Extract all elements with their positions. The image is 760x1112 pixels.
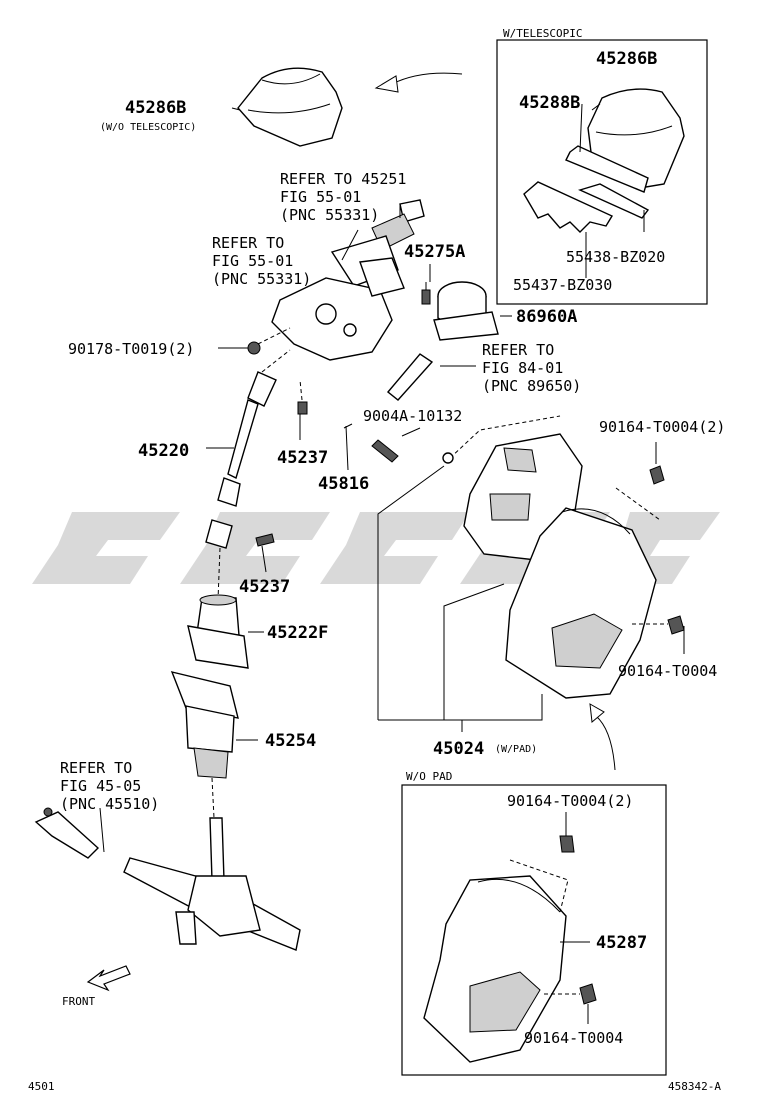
- telescopic-trim-strip: [565, 145, 649, 193]
- screw-90164-mid: [632, 615, 685, 635]
- label-refer-55331-line3: (PNC 55331): [212, 270, 311, 288]
- label-w-pad: (W/PAD): [495, 744, 537, 755]
- clip-45816: [343, 423, 353, 429]
- label-refer-89650-line2: FIG 84-01: [482, 359, 563, 377]
- bolt-9004a: [371, 439, 399, 463]
- label-90178: 90178-T0019(2): [68, 340, 194, 358]
- steering-gear-boot: [170, 671, 239, 779]
- assembly-line: [615, 487, 661, 521]
- curved-arrow-icon: [391, 72, 463, 85]
- label-90164-mid: 90164-T0004: [618, 662, 717, 680]
- label-wo-telescopic: (W/O TELESCOPIC): [100, 122, 196, 133]
- label-45237-upper: 45237: [277, 448, 328, 468]
- screw-90164-box-bottom: [544, 983, 597, 1005]
- bracket-55438: [578, 183, 650, 219]
- wo-pad-box: [401, 784, 667, 1076]
- bolt-45275a: [421, 282, 431, 305]
- label-refer-89650-line3: (PNC 89650): [482, 377, 581, 395]
- sensor-bar-89650: [387, 353, 434, 401]
- figure-code: 458342-A: [668, 1080, 721, 1093]
- label-45287: 45287: [596, 933, 647, 953]
- screw-90164-box-top: [559, 835, 575, 853]
- label-86960a: 86960A: [516, 307, 577, 327]
- curved-arrow-head-icon: [589, 703, 605, 723]
- label-55437: 55437-BZ030: [513, 276, 612, 294]
- label-refer-45251-line1: REFER TO 45251: [280, 170, 406, 188]
- bolt-45237-upper: [297, 379, 308, 415]
- column-hole-cover-seal: [187, 594, 249, 669]
- bracket-55437: [523, 181, 614, 233]
- curved-arrow-head-icon: [374, 75, 399, 93]
- column-cover-lower-without-pad: [423, 859, 569, 1063]
- label-45237-lower: 45237: [239, 577, 290, 597]
- label-90164-top: 90164-T0004(2): [599, 418, 725, 436]
- label-front: FRONT: [62, 995, 95, 1008]
- front-arrow-icon: [86, 965, 131, 992]
- label-refer-89650-line1: REFER TO: [482, 341, 554, 359]
- label-refer-45510-line1: REFER TO: [60, 759, 132, 777]
- label-45286b-right: 45286B: [596, 49, 657, 69]
- screw-90164-top: [649, 465, 665, 485]
- label-45254: 45254: [265, 731, 316, 751]
- telescopic-box: [496, 39, 708, 305]
- telescopic-box-title: W/TELESCOPIC: [503, 27, 582, 40]
- steering-lock-actuator: [433, 281, 499, 341]
- nut-90178: [247, 327, 291, 355]
- label-refer-45251-line3: (PNC 55331): [280, 206, 379, 224]
- leader-lines: [99, 103, 685, 1024]
- column-cover-upper-left: [237, 67, 343, 147]
- label-45288b: 45288B: [519, 93, 580, 113]
- label-45816: 45816: [318, 474, 369, 494]
- label-45286b-left: 45286B: [125, 98, 186, 118]
- column-cover-lower-with-pad: [463, 433, 657, 699]
- label-refer-55331-line2: FIG 55-01: [212, 252, 293, 270]
- label-refer-45251-line2: FIG 55-01: [280, 188, 361, 206]
- label-9004a: 9004A-10132: [363, 407, 462, 425]
- label-45220: 45220: [138, 441, 189, 461]
- wo-pad-box-title: W/O PAD: [406, 770, 452, 783]
- leader-45024: [377, 465, 543, 732]
- assembly-line: [217, 547, 221, 601]
- page-code: 4501: [28, 1080, 55, 1093]
- label-45222f: 45222F: [267, 623, 328, 643]
- label-refer-45510-line3: (PNC 45510): [60, 795, 159, 813]
- label-45024: 45024: [433, 739, 484, 759]
- label-45275a: 45275A: [404, 242, 465, 262]
- curved-arrow-icon: [595, 715, 616, 771]
- label-90164-box: 90164-T0004(2): [507, 792, 633, 810]
- bolt-45237-lower: [255, 533, 275, 547]
- label-55438: 55438-BZ020: [566, 248, 665, 266]
- intermediate-shaft: [205, 349, 291, 549]
- steering-rack: [34, 777, 301, 951]
- label-90164-bottom: 90164-T0004: [524, 1029, 623, 1047]
- washer-icon: [442, 452, 454, 464]
- label-refer-55331-line1: REFER TO: [212, 234, 284, 252]
- label-refer-45510-line2: FIG 45-05: [60, 777, 141, 795]
